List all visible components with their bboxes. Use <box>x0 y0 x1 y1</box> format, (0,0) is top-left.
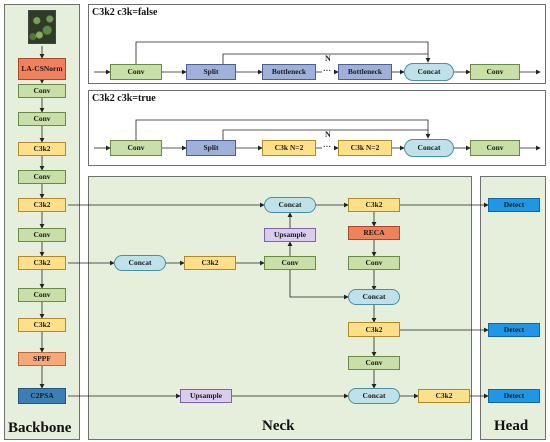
sppf-block: SPPF <box>18 352 66 366</box>
backbone-conv-3: Conv <box>18 170 66 184</box>
c3k-true-split: Split <box>186 140 236 156</box>
head-detect-1: Detect <box>488 198 540 212</box>
neck-c3k2-left: C3k2 <box>184 256 236 270</box>
c3k-false-split: Split <box>186 64 236 80</box>
head-detect-3: Detect <box>488 389 540 403</box>
backbone-label: Backbone <box>8 420 72 436</box>
c3k-true-conv-in: Conv <box>110 140 162 156</box>
c3k2-true-panel <box>88 90 546 166</box>
c3k-false-conv-in: Conv <box>110 64 162 80</box>
neck-c3k2-mid: C3k2 <box>348 322 400 337</box>
head-label: Head <box>494 418 529 434</box>
c3k2-true-title: C3k2 c3k=true <box>92 93 156 104</box>
c3k-true-c3k-n: C3k N=2 <box>338 140 392 156</box>
c3k-true-n-label: N <box>325 130 331 139</box>
c3k-false-conv-out: Conv <box>470 64 520 80</box>
c3k-false-bottleneck-1: Bottleneck <box>262 64 316 80</box>
head-detect-2: Detect <box>488 323 540 337</box>
neck-reca: RECA <box>348 226 400 240</box>
c3k-false-concat: Concat <box>404 63 454 81</box>
neck-upsample-bottom: Upsample <box>180 389 232 403</box>
backbone-c3k2-3: C3k2 <box>18 256 66 270</box>
backbone-conv-4: Conv <box>18 228 66 242</box>
backbone-conv-1: Conv <box>18 84 66 98</box>
backbone-conv-5: Conv <box>18 288 66 302</box>
la-csnorm-block: LA-CSNorm <box>18 58 66 80</box>
neck-c3k2-bottom: C3k2 <box>418 389 470 403</box>
backbone-c3k2-1: C3k2 <box>18 142 66 156</box>
backbone-c3k2-2: C3k2 <box>18 198 66 212</box>
neck-c3k2-top: C3k2 <box>348 198 400 212</box>
c3k-true-concat: Concat <box>404 139 454 157</box>
c3k-false-n-label: N <box>325 54 331 63</box>
neck-concat-bottom: Concat <box>348 388 400 404</box>
neck-conv-right-1: Conv <box>348 256 400 270</box>
c3k-false-dots: ··· <box>323 66 332 75</box>
c2psa-block: C2PSA <box>18 388 66 404</box>
c3k-true-dots: ··· <box>323 142 332 151</box>
neck-concat-left: Concat <box>114 255 166 271</box>
neck-conv-right-2: Conv <box>348 356 400 370</box>
input-leaf-image <box>28 10 56 44</box>
backbone-c3k2-4: C3k2 <box>18 318 66 332</box>
c3k-true-conv-out: Conv <box>470 140 520 156</box>
neck-conv-mid: Conv <box>264 256 316 270</box>
neck-concat-mid: Concat <box>348 289 400 305</box>
backbone-conv-2: Conv <box>18 112 66 126</box>
neck-upsample-top: Upsample <box>264 228 316 242</box>
neck-label: Neck <box>262 418 295 434</box>
c3k-false-bottleneck-n: Bottleneck <box>338 64 392 80</box>
neck-concat-top: Concat <box>264 197 316 213</box>
c3k2-false-title: C3k2 c3k=false <box>92 7 158 18</box>
c3k-true-c3k-1: C3k N=2 <box>262 140 316 156</box>
